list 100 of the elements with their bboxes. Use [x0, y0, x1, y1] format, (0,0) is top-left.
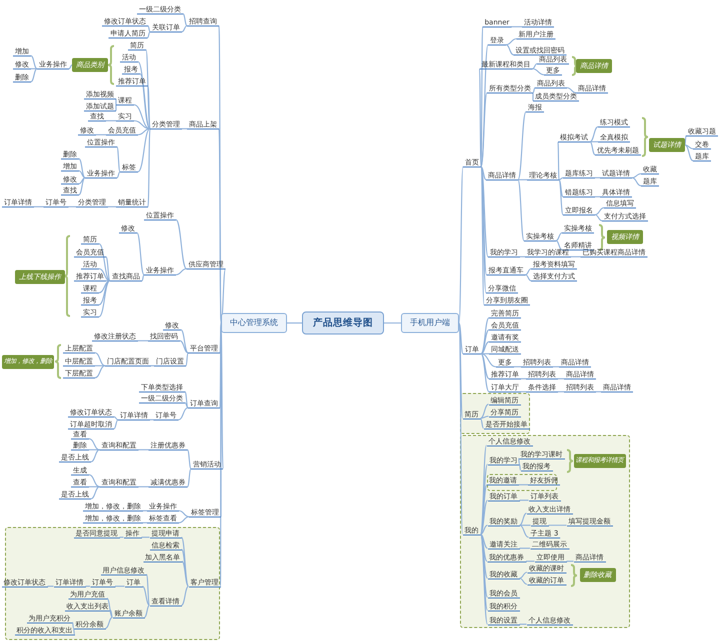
- connector-line: [518, 179, 527, 180]
- connector-line: [558, 177, 564, 180]
- connector-line: [480, 92, 488, 167]
- connector-line: [558, 179, 564, 198]
- connector-line: [180, 329, 188, 354]
- connector-line: [89, 449, 100, 450]
- connector-line: [480, 166, 486, 180]
- connector-line: [520, 524, 530, 526]
- connector-line: [480, 418, 484, 429]
- connector-line: [219, 322, 222, 353]
- connector-line: [150, 419, 154, 420]
- connector-line: [134, 104, 150, 130]
- connector-line: [521, 378, 526, 380]
- connector-line: [480, 534, 488, 549]
- connector-line: [94, 365, 106, 378]
- connector-line: [480, 524, 488, 535]
- connector-line: [30, 55, 38, 70]
- connector-line: [480, 166, 485, 305]
- connector-line: [115, 104, 117, 111]
- connector-line: [176, 219, 187, 270]
- connector-line: [30, 68, 38, 82]
- branch-topic-box: 手机用户端: [401, 313, 459, 333]
- connector-line: [147, 86, 151, 129]
- connector-line: [138, 128, 150, 136]
- connector-line: [532, 63, 538, 70]
- connector-line: [181, 536, 189, 587]
- connector-line: [557, 142, 560, 180]
- dashed-group-frame: [460, 393, 530, 434]
- connector-line: [520, 256, 525, 258]
- connector-line: [98, 280, 110, 294]
- connector-line: [556, 232, 562, 242]
- connector-line: [138, 128, 150, 172]
- connector-line: [68, 206, 76, 208]
- connector-line: [480, 534, 488, 624]
- connector-line: [553, 366, 559, 368]
- connector-line: [182, 13, 188, 26]
- connector-line: [181, 548, 189, 587]
- connector-line: [187, 468, 192, 488]
- connector-line: [558, 180, 564, 215]
- connector-line: [134, 120, 150, 130]
- connector-line: [95, 365, 105, 366]
- connector-line: [187, 449, 192, 470]
- connector-line: [384, 322, 401, 324]
- connector-line: [520, 548, 530, 549]
- connector-line: [88, 438, 100, 450]
- connector-line: [558, 391, 564, 392]
- connector-line: [143, 510, 147, 512]
- connector-line: [142, 536, 150, 538]
- connector-line: [108, 206, 116, 208]
- connector-line: [480, 166, 488, 257]
- connector-line: [106, 598, 113, 618]
- connector-line: [142, 586, 150, 606]
- connector-line: [558, 378, 564, 380]
- dashed-group-frame: [460, 435, 630, 628]
- connector-line: [90, 486, 100, 500]
- connector-line: [106, 256, 110, 282]
- connector-line: [114, 419, 118, 430]
- branch-topic-box: 中心管理系统: [221, 313, 287, 333]
- connector-line: [31, 68, 37, 70]
- connector-line: [148, 25, 150, 32]
- connector-line: [218, 128, 222, 324]
- connector-line: [519, 512, 527, 526]
- connector-line: [480, 353, 490, 380]
- connector-line: [34, 206, 44, 208]
- connector-line: [142, 274, 144, 282]
- connector-line: [566, 560, 574, 562]
- connector-line: [78, 170, 86, 178]
- connector-line: [480, 484, 488, 535]
- connector-line: [89, 486, 100, 488]
- connector-line: [68, 64, 72, 70]
- connector-line: [480, 534, 488, 598]
- connector-line: [532, 92, 534, 101]
- connector-line: [151, 365, 154, 366]
- connector-line: [480, 404, 489, 419]
- connector-line: [480, 329, 490, 354]
- connector-line: [458, 322, 464, 534]
- connector-line: [590, 141, 598, 142]
- connector-line: [596, 391, 601, 392]
- connector-line: [520, 624, 526, 625]
- connector-line: [519, 524, 529, 538]
- connector-line: [98, 280, 110, 318]
- connector-line: [178, 510, 190, 518]
- connector-line: [480, 500, 488, 535]
- connector-line: [480, 341, 490, 354]
- connector-line: [525, 274, 532, 282]
- connector-line: [519, 572, 528, 579]
- connector-line: [147, 128, 151, 207]
- connector-line: [143, 522, 147, 524]
- connector-line: [684, 144, 694, 150]
- connector-line: [140, 73, 150, 130]
- dashed-group-frame: [5, 527, 220, 640]
- connector-line: [98, 243, 110, 282]
- connector-line: [72, 628, 76, 634]
- connector-line: [146, 574, 150, 606]
- connector-line: [520, 500, 528, 501]
- central-topic-box: 产品思维导图: [302, 312, 384, 334]
- connector-line: [506, 38, 517, 46]
- connector-line: [532, 87, 536, 94]
- connector-line: [511, 26, 522, 28]
- connector-line: [519, 578, 528, 585]
